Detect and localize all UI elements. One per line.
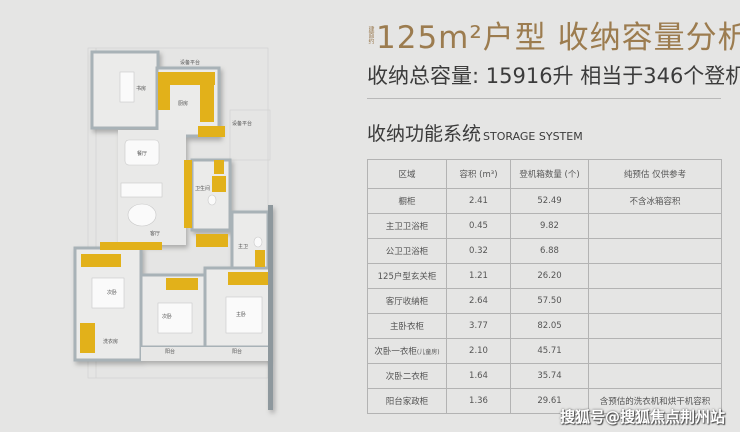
- header-volume: 容积 (m³): [446, 159, 511, 189]
- cell-count: 35.74: [510, 363, 589, 389]
- header-count: 登机箱数量 (个): [510, 159, 589, 189]
- plan-label: 书房: [136, 85, 146, 92]
- balcony: [141, 347, 270, 361]
- cell-volume: 1.36: [446, 388, 511, 414]
- plan-label: 洗衣房: [103, 338, 118, 345]
- cell-volume: 0.32: [446, 238, 511, 264]
- cell-count: 45.71: [510, 338, 589, 364]
- plan-label: 次卧: [162, 313, 172, 320]
- total-capacity: 收纳总容量: 15916升 相当于346个登机箱: [367, 64, 740, 88]
- cell-count: 26.20: [510, 263, 589, 289]
- cell-area: 阳台家政柜: [367, 388, 447, 414]
- cell-note: [588, 238, 722, 264]
- cell-area: 主卧衣柜: [367, 313, 447, 339]
- cell-volume: 3.77: [446, 313, 511, 339]
- header-note: 纯预估 仅供参考: [588, 159, 722, 189]
- cell-area: 主卫卫浴柜: [367, 213, 447, 239]
- area-name: 次卧一衣柜: [374, 347, 417, 357]
- cell-volume: 1.21: [446, 263, 511, 289]
- cell-count: 29.61: [510, 388, 589, 414]
- area-name: 次卧二衣柜: [385, 372, 429, 382]
- plan-label: 主卧: [236, 311, 246, 318]
- cell-note: [588, 288, 722, 314]
- cell-note: [588, 263, 722, 289]
- cell-note: [588, 313, 722, 339]
- area-name: 橱柜: [398, 197, 416, 207]
- watermark: 搜狐号@搜狐焦点荆州站: [560, 408, 726, 426]
- section-title-cn: 收纳功能系统: [367, 123, 482, 145]
- area-prefix: 建面约: [367, 25, 374, 44]
- area-name: 阳台家政柜: [385, 397, 429, 407]
- section-title-en: STORAGE SYSTEM: [483, 130, 583, 143]
- cell-count: 9.82: [510, 213, 589, 239]
- cell-area: 125户型玄关柜: [367, 263, 447, 289]
- plan-label: 客厅: [150, 230, 160, 237]
- cell-area: 次卧一衣柜(儿童房): [367, 338, 447, 364]
- title-block: 建面约 125m²户型 收纳容量分析: [367, 12, 740, 57]
- plan-label: 阳台: [165, 348, 175, 355]
- cell-area: 橱柜: [367, 188, 447, 214]
- cell-count: 57.50: [510, 288, 589, 314]
- plan-label: 设备平台: [180, 59, 200, 66]
- divider: [367, 98, 721, 99]
- cell-volume: 2.64: [446, 288, 511, 314]
- plan-label: 次卧: [107, 289, 117, 296]
- header-area: 区域: [367, 159, 447, 189]
- plan-label: 餐厅: [137, 150, 147, 157]
- cell-count: 6.88: [510, 238, 589, 264]
- plan-label: 阳台: [232, 348, 242, 355]
- cell-count: 82.05: [510, 313, 589, 339]
- cell-area: 公卫卫浴柜: [367, 238, 447, 264]
- area-name: 主卫卫浴柜: [385, 222, 429, 232]
- area-name: 客厅收納柜: [385, 297, 429, 307]
- cell-count: 52.49: [510, 188, 589, 214]
- cell-area: 次卧二衣柜: [367, 363, 447, 389]
- area-note: (儿童房): [416, 349, 440, 356]
- floor-plan: 设备平台 书房 厨房 设备平台 餐厅 卫生间 客厅 主卫 次卧 次卧 主卧 洗衣…: [73, 47, 273, 410]
- area-name: 主卧衣柜: [389, 322, 424, 332]
- cell-note: 不含冰箱容积: [588, 188, 722, 214]
- cell-volume: 2.41: [446, 188, 511, 214]
- cell-note: [588, 338, 722, 364]
- cell-note: [588, 363, 722, 389]
- cell-volume: 1.64: [446, 363, 511, 389]
- area-name: 公卫卫浴柜: [385, 247, 429, 257]
- cell-area: 客厅收納柜: [367, 288, 447, 314]
- table-header: 区域 容积 (m³) 登机箱数量 (个) 纯预估 仅供参考: [367, 159, 722, 189]
- cell-volume: 0.45: [446, 213, 511, 239]
- cell-note: 含预估的洗衣机和烘干机容积: [588, 388, 722, 414]
- cell-note: [588, 213, 722, 239]
- plan-label: 卫生间: [195, 185, 210, 192]
- plan-label: 设备平台: [232, 120, 252, 127]
- cell-volume: 2.10: [446, 338, 511, 364]
- area-name: 125户型玄关柜: [377, 272, 437, 282]
- page-title: 125m²户型 收纳容量分析: [376, 20, 740, 56]
- plan-label: 主卫: [238, 243, 248, 250]
- storage-cabinets: [80, 72, 268, 353]
- plan-label: 厨房: [178, 100, 188, 107]
